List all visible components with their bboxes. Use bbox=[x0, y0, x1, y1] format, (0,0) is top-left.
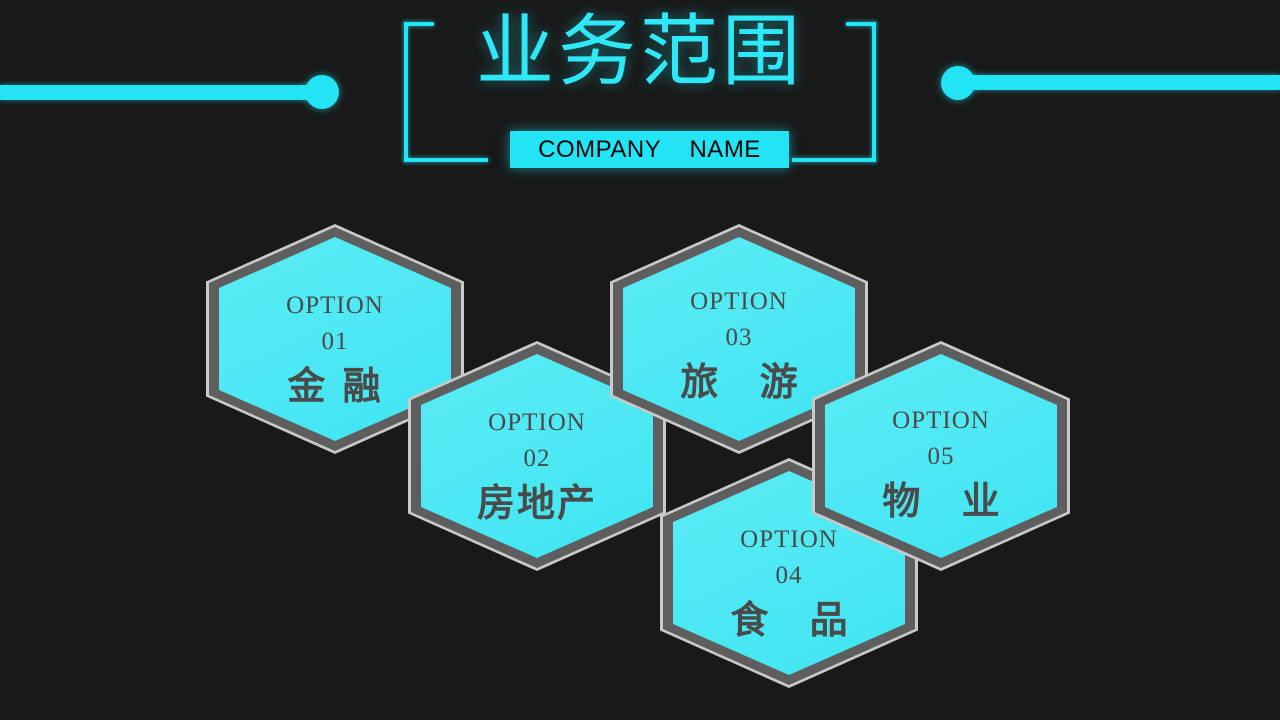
decorative-dot-right bbox=[941, 66, 975, 100]
decorative-line-right bbox=[962, 75, 1280, 90]
bracket-left bbox=[404, 22, 494, 162]
hexagon-face bbox=[825, 354, 1057, 558]
decorative-dot-left bbox=[305, 75, 339, 109]
hexagon-option-05[interactable]: OPTION 05 物 业 bbox=[812, 341, 1070, 571]
page-title: 业务范围 bbox=[475, 8, 804, 95]
bracket-right-bottom-arm bbox=[792, 158, 876, 162]
bracket-left-top-arm bbox=[404, 22, 434, 26]
company-name-text: COMPANY NAME bbox=[538, 135, 761, 163]
decorative-line-left bbox=[0, 85, 318, 100]
company-name-plate: COMPANY NAME bbox=[510, 131, 789, 168]
bracket-left-vertical bbox=[404, 22, 408, 162]
bracket-left-bottom-arm bbox=[404, 158, 488, 162]
